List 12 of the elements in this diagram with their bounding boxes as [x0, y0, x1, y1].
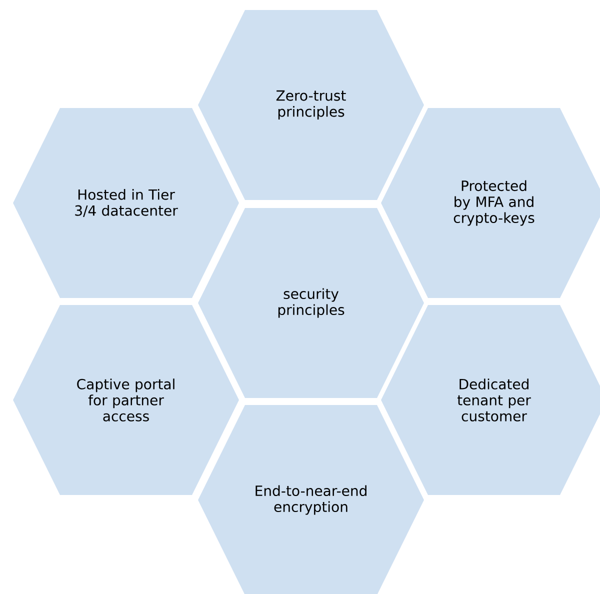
hexagon: Hosted in Tier 3/4 datacenter [13, 108, 239, 298]
node-label: Captive portal for partner access [77, 378, 174, 422]
hexagon: Zero-trust principles [198, 10, 424, 200]
hexagon: End-to-near-end encryption [198, 405, 424, 594]
node-label: Dedicated tenant per customer [457, 378, 531, 422]
node-label: Hosted in Tier 3/4 datacenter [75, 189, 178, 217]
node-label: Protected by MFA and crypto-keys [454, 180, 534, 226]
hexagon: Captive portal for partner access [13, 305, 239, 495]
hexagon: Dedicated tenant per customer [381, 305, 600, 495]
hexagon: Protected by MFA and crypto-keys [381, 108, 600, 298]
node-label: security principles [278, 288, 344, 318]
hexagon: security principles [198, 208, 424, 398]
